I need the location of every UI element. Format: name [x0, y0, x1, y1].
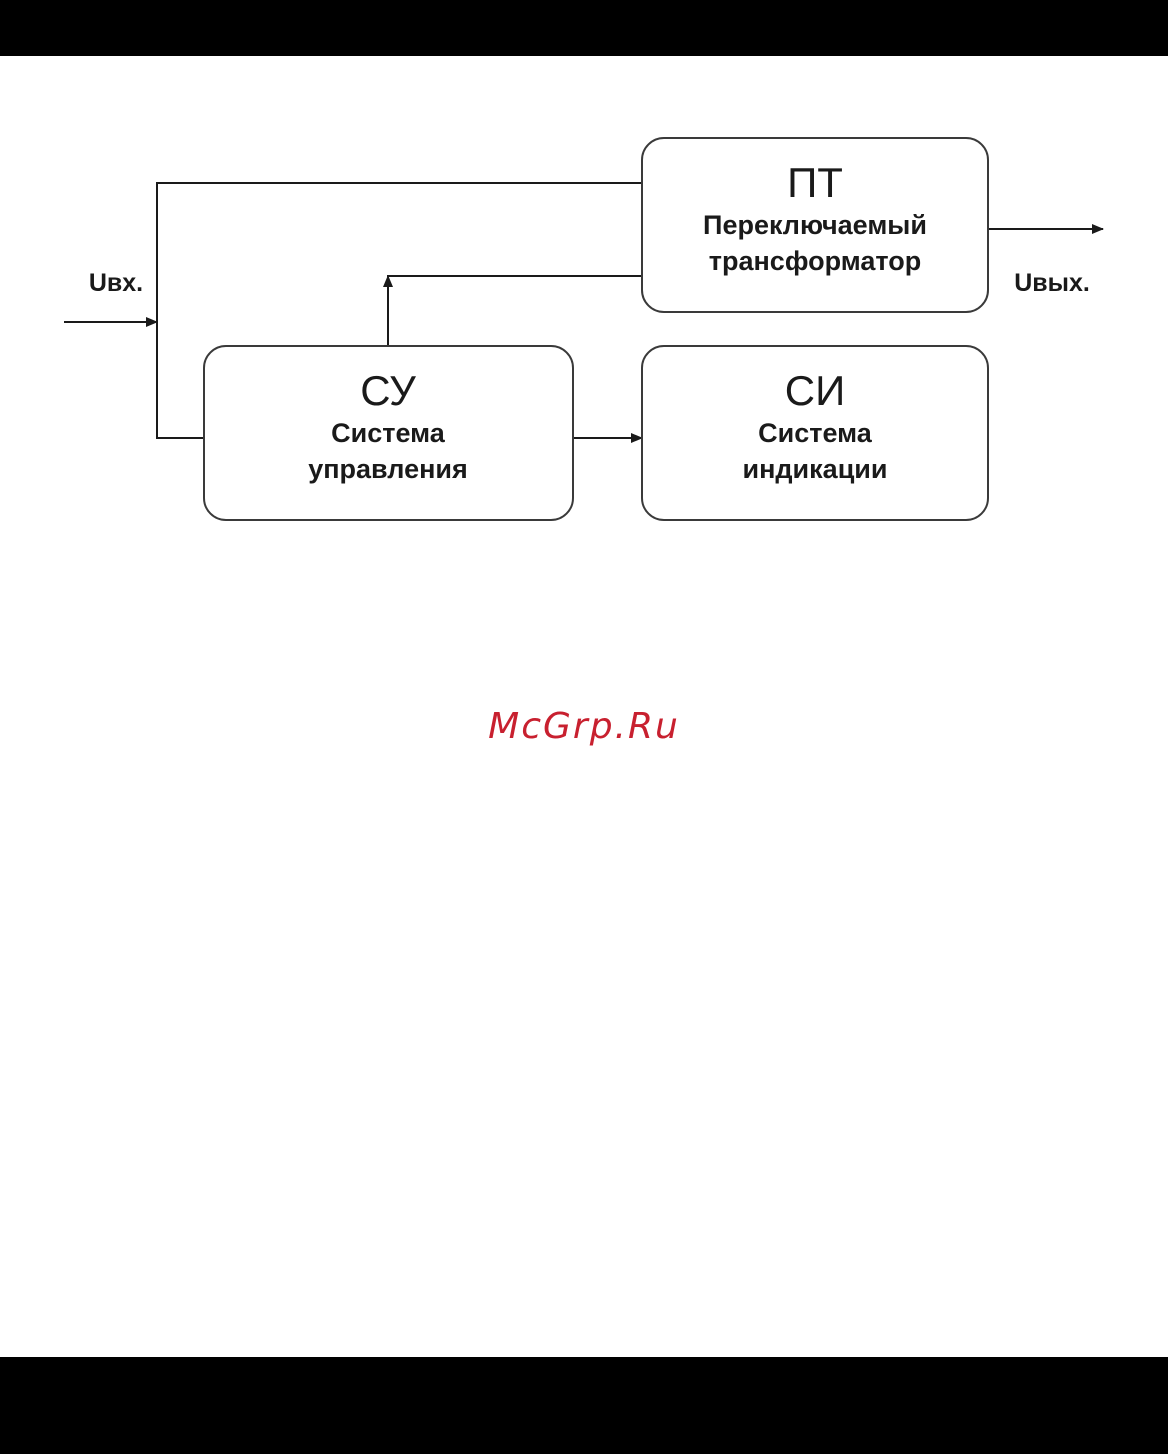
block-su-abbr: СУ — [360, 367, 416, 414]
input-signal-label: Uвх. — [89, 269, 143, 297]
output-signal-label: Uвых. — [1014, 269, 1090, 297]
block-su: СУ Система управления — [204, 346, 573, 520]
input-to-pt-line — [157, 183, 642, 322]
block-si: СИ Система индикации — [642, 346, 988, 520]
block-pt-label-line2: трансформатор — [709, 246, 921, 276]
su-to-pt-control-arrow — [388, 276, 642, 346]
block-si-abbr: СИ — [785, 367, 846, 414]
block-si-label-line2: индикации — [743, 454, 888, 484]
block-pt: ПТ Переключаемый трансформатор — [642, 138, 988, 312]
input-to-su-line — [157, 322, 204, 438]
block-su-label-line1: Система — [331, 418, 446, 448]
watermark-text: McGrp.Ru — [0, 706, 1168, 747]
block-pt-abbr: ПТ — [787, 159, 843, 206]
block-su-label-line2: управления — [308, 454, 468, 484]
block-pt-label-line1: Переключаемый — [703, 210, 927, 240]
bottom-black-bar — [0, 1357, 1168, 1454]
block-si-label-line1: Система — [758, 418, 873, 448]
